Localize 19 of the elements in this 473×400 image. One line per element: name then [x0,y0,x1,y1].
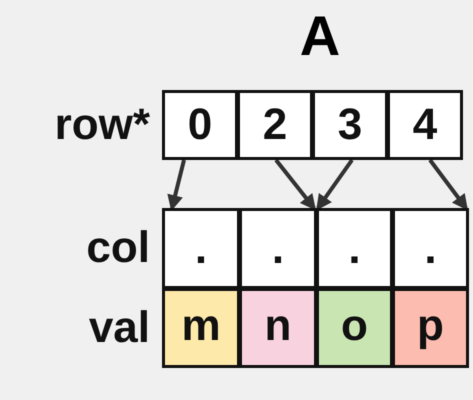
array-cell: . [392,208,469,289]
array-cell: . [162,208,240,289]
array-cell: 3 [312,90,388,160]
array-cell: 0 [162,90,238,160]
arrow [316,158,354,211]
array-title: A [298,8,342,64]
row-label: val [88,306,150,350]
row-label: col [85,226,150,270]
array-cell: n [239,288,317,368]
arrow [428,158,468,211]
array-cell: 2 [237,90,313,160]
array-cell: . [239,208,317,289]
arrow [274,158,316,210]
array-cell: 4 [387,90,463,160]
array-cell: o [316,288,393,368]
array-cell: . [316,208,393,289]
array-cell: m [162,288,240,368]
row-label: row* [54,103,150,147]
array-cell: p [392,288,469,368]
